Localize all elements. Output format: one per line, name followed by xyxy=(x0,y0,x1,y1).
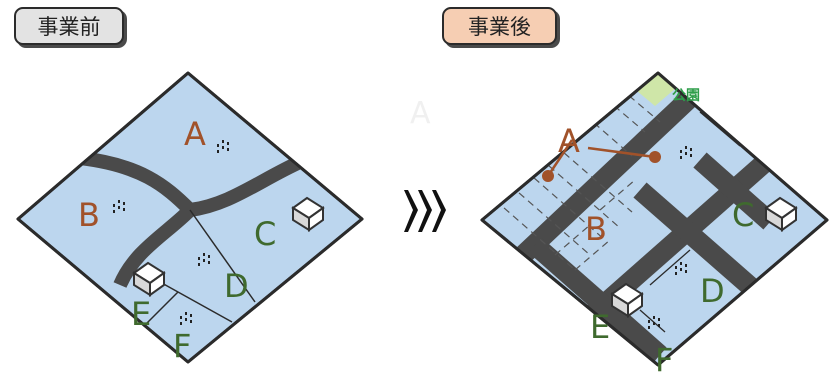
after-map: A B C D E F 公園 xyxy=(480,71,829,379)
before-label: 事業前 xyxy=(14,7,124,45)
lot-label-c: C xyxy=(732,196,754,234)
lot-label-b: B xyxy=(585,210,607,248)
lot-label-e: E xyxy=(131,295,151,333)
before-map: A B C D E F xyxy=(16,71,364,365)
lot-a-marker xyxy=(542,170,554,182)
ghost-letter: A xyxy=(410,96,431,131)
lot-label-a: A xyxy=(558,122,580,160)
lot-label-d: D xyxy=(700,272,725,310)
transition-arrows xyxy=(404,190,446,232)
lot-label-f: F xyxy=(655,341,673,379)
before-road-branch xyxy=(113,205,195,288)
lot-a-marker xyxy=(649,151,661,163)
after-road-cross xyxy=(633,182,759,296)
after-label: 事業後 xyxy=(442,7,557,45)
lot-label-c: C xyxy=(254,215,276,253)
after-road-upper xyxy=(513,90,697,266)
lot-label-d: D xyxy=(224,267,249,305)
lot-label-f: F xyxy=(173,327,191,365)
lot-label-b: B xyxy=(78,196,100,234)
lot-label-e: E xyxy=(590,308,610,346)
park-label: 公園 xyxy=(672,88,700,104)
lot-label-a: A xyxy=(184,115,206,153)
